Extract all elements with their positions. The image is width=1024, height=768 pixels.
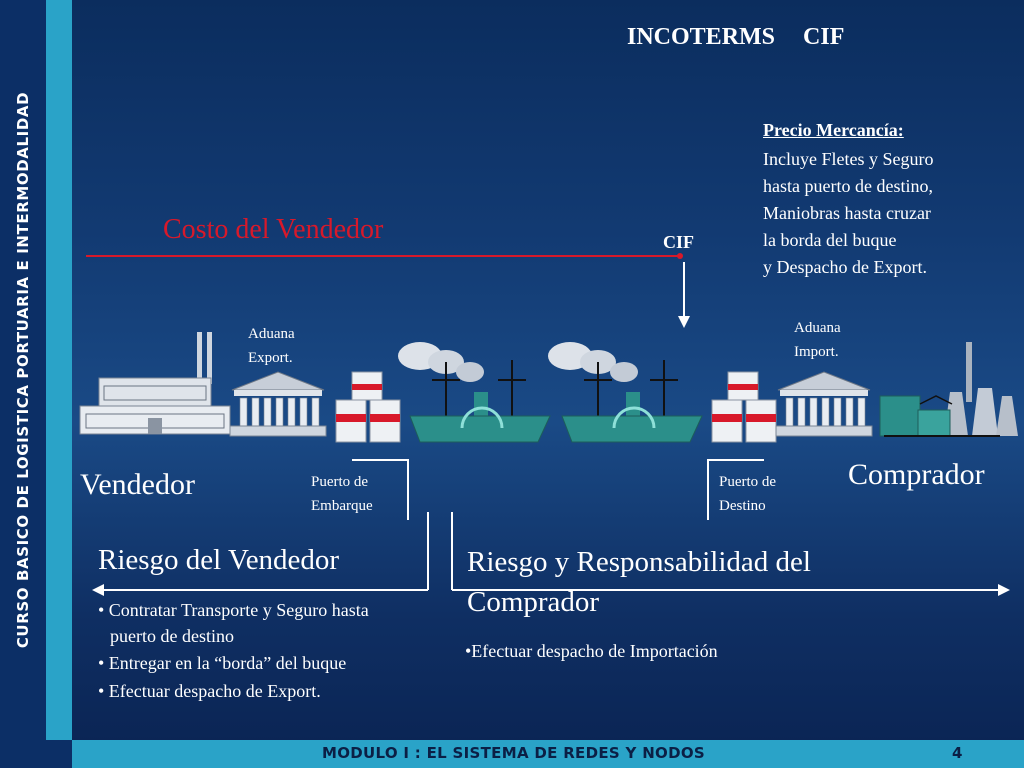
footer-bar: MODULO I : EL SISTEMA DE REDES Y NODOS 4 — [72, 740, 1024, 768]
port-destination-bracket — [707, 459, 764, 520]
seller-risk-item: • Efectuar despacho de Export. — [98, 681, 321, 701]
factory-icon — [79, 332, 231, 435]
seller-risk-item: • Entregar en la “borda” del buque — [98, 653, 347, 673]
cif-point-label: CIF — [663, 232, 694, 252]
customs-import-icon — [775, 371, 873, 437]
seller-risk-title: Riesgo del Vendedor — [98, 544, 340, 576]
cif-point-marker — [677, 253, 683, 259]
containers-origin-icon — [335, 371, 401, 443]
ship-origin-icon — [398, 342, 551, 443]
port-origin-label-1: Puerto de — [311, 474, 369, 490]
buyer-label: Comprador — [848, 458, 985, 491]
seller-risk-item: • Contratar Transporte y Seguro hasta — [98, 600, 369, 620]
plant-icon — [879, 342, 1018, 437]
page-number: 4 — [952, 744, 963, 762]
price-heading: Precio Mercancía: — [763, 120, 904, 140]
diagram-graphics — [79, 253, 1018, 596]
price-line: Maniobras hasta cruzar — [763, 203, 931, 223]
page-title: INCOTERMS CIF — [627, 24, 845, 50]
customs-import-label-2: Import. — [794, 344, 839, 360]
sidebar-stripe — [46, 0, 72, 740]
price-line: y Despacho de Export. — [763, 257, 927, 277]
footer-title: MODULO I : EL SISTEMA DE REDES Y NODOS — [322, 744, 706, 762]
sidebar: CURSO BASICO DE LOGISTICA PORTUARIA E IN… — [0, 0, 72, 768]
seller-label: Vendedor — [80, 468, 195, 501]
customs-export-icon — [229, 371, 327, 437]
buyer-risk-item: •Efectuar despacho de Importación — [465, 641, 718, 661]
customs-export-label-2: Export. — [248, 350, 293, 366]
price-line: Incluye Fletes y Seguro — [763, 149, 934, 169]
seller-risk-arrow — [92, 512, 429, 596]
customs-export-label-1: Aduana — [248, 326, 295, 342]
price-line: hasta puerto de destino, — [763, 176, 933, 196]
cost-label: Costo del Vendedor — [163, 214, 384, 245]
port-destination-label-1: Puerto de — [719, 474, 777, 490]
buyer-risk-title-line2: Comprador — [467, 586, 600, 618]
buyer-risk-title-line1: Riesgo y Responsabilidad del — [467, 546, 811, 578]
cif-arrow — [678, 262, 690, 328]
containers-destination-icon — [711, 371, 777, 443]
ship-destination-icon — [548, 342, 703, 443]
port-origin-label-2: Embarque — [311, 498, 373, 514]
seller-risk-item: puerto de destino — [110, 626, 234, 646]
customs-import-label-1: Aduana — [794, 320, 841, 336]
port-origin-bracket — [352, 459, 409, 520]
port-destination-label-2: Destino — [719, 498, 766, 514]
buyer-risk-arrow — [451, 512, 1010, 596]
price-line: la borda del buque — [763, 230, 897, 250]
